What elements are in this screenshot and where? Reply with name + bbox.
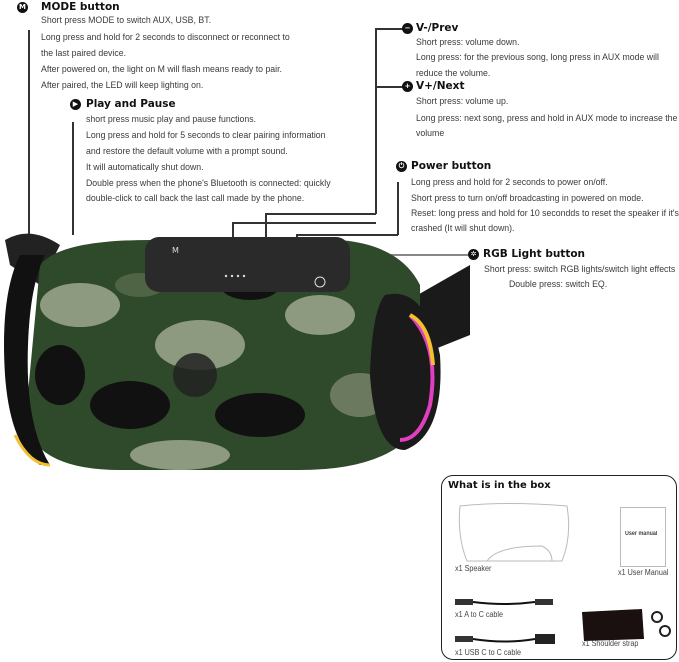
light-ring-right [399,313,435,442]
speaker-logo [173,353,217,397]
mode-m-icon: M [17,2,28,13]
control-panel [145,237,350,292]
mode-line: After powered on, the light on M will fl… [41,64,282,75]
user-manual-icon [620,507,666,567]
rgb-title: RGB Light button [483,248,586,260]
rgb-line: Double press: switch EQ. [509,279,608,290]
speaker-power-button [314,276,326,288]
rgb-light-icon: ✲ [468,249,479,260]
vminus-line: reduce the volume. [416,68,491,79]
mode-line: the last paired device. [41,48,127,59]
power-icon: ⏻ [396,161,407,172]
manual-cover-text: User manual [625,531,658,537]
leader-line-vplus-h [375,86,405,88]
mode-line: After paired, the LED will keep lighting… [41,80,204,91]
speaker-mode-button: M [172,246,179,255]
leader-line-power [397,182,399,235]
plus-icon: + [402,81,413,92]
play-line: It will automatically shut down. [86,162,204,173]
vminus-line: Short press: volume down. [416,37,520,48]
mode-line: Long press and hold for 2 seconds to dis… [41,32,290,43]
leader-line-minus-h [232,222,376,224]
usb-c-to-c-cable-icon [455,634,555,644]
camo-pattern [35,270,390,470]
play-line: Long press and hold for 5 seconds to cle… [86,130,326,141]
rgb-line: Short press: switch RGB lights/switch li… [484,264,676,275]
item-a-to-c-cable: x1 A to C cable [455,610,504,619]
leader-line-mode [28,30,30,235]
end-cap-left [4,255,50,465]
item-speaker: x1 Speaker [455,564,492,573]
power-line: Short press to turn on/off broadcasting … [411,193,644,204]
play-line: Double press when the phone's Bluetooth … [86,178,331,189]
minus-icon: − [402,23,413,34]
power-line: crashed (It will shut down). [411,223,515,234]
power-line: Reset: long press and hold for 10 second… [411,208,679,219]
power-title: Power button [411,160,492,172]
vplus-line: Long press: next song, press and hold in… [416,113,678,124]
item-usb-c-to-c-cable: x1 USB C to C cable [455,648,522,657]
leader-line-rgb [318,254,468,256]
play-line: double-click to call back the last call … [86,193,305,204]
leader-line-vminus-h [375,28,405,30]
leader-line-vol-v [265,213,267,248]
vminus-line: Long press: for the previous song, long … [416,52,659,63]
speaker-outline-icon [458,503,570,562]
play-line: and restore the default volume with a pr… [86,146,288,157]
vplus-line: volume [416,128,445,139]
play-line: short press music play and pause functio… [86,114,257,125]
vplus-line: Short press: volume up. [416,96,509,107]
shoulder-strap-icon [582,609,671,641]
mode-line: Short press MODE to switch AUX, USB, BT. [41,15,211,26]
speaker-illustration: M [4,233,470,470]
box-title: What is in the box [448,480,551,491]
play-icon: ▶ [70,99,81,110]
power-line: Long press and hold for 2 seconds to pow… [411,177,608,188]
leader-line-vol-h [265,213,376,215]
leader-line-power-h [296,234,398,236]
play-title: Play and Pause [86,98,176,110]
light-ring-left [13,434,51,467]
leader-line-play [72,122,74,235]
item-shoulder-strap: x1 Shoulder strap [582,639,639,648]
leader-line-volume [375,28,377,214]
a-to-c-cable-icon [455,599,553,605]
item-user-manual: x1 User Manual [618,568,669,577]
vminus-title: V-/Prev [416,22,459,34]
mode-title: MODE button [41,1,120,13]
leader-line-minus-v [232,222,234,248]
in-the-box-panel: What is in the box x1 Speaker User manua… [441,475,677,660]
vplus-title: V+/Next [416,80,465,92]
